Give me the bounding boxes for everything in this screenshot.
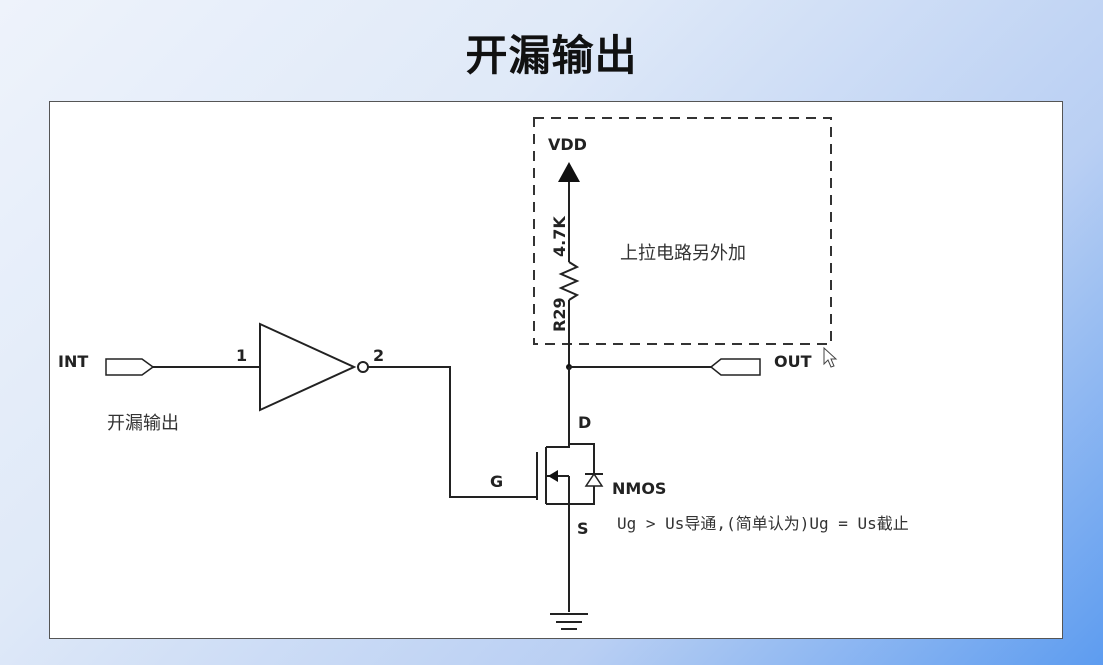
out-port-label: OUT <box>774 352 812 371</box>
resistor-ref-label: R29 <box>550 297 569 332</box>
condition-text: Ug > Us导通,(简单认为)Ug = Us截止 <box>617 514 909 533</box>
vdd-label: VDD <box>548 135 587 154</box>
body-diode-icon <box>584 472 604 487</box>
mosfet-source-wire <box>546 503 570 612</box>
inverter-gate-icon <box>259 322 357 412</box>
open-drain-circuit: VDD 4.7K R29 上拉电路另外加 OUT INT 1 2 G 开漏输出 <box>58 117 909 630</box>
pin-out-label: 2 <box>373 346 384 365</box>
resistor-value-label: 4.7K <box>550 216 569 257</box>
drain-label: D <box>578 413 591 432</box>
slide-title: 开漏输出 <box>465 31 638 80</box>
transistor-label: NMOS <box>612 479 666 498</box>
caption-left: 开漏输出 <box>107 413 179 434</box>
mouse-cursor-icon <box>823 346 838 368</box>
source-label: S <box>577 519 589 538</box>
pullup-dashed-box <box>533 117 832 345</box>
gate-label: G <box>490 472 503 491</box>
wire-inverter-gate <box>368 366 537 498</box>
circuit-panel: VDD 4.7K R29 上拉电路另外加 OUT INT 1 2 G 开漏输出 <box>49 101 1063 639</box>
mosfet-drain-wire <box>546 367 570 448</box>
vdd-arrow-icon <box>558 162 580 182</box>
int-port-label: INT <box>58 352 88 371</box>
mosfet-body-arrow-icon <box>548 470 558 482</box>
pin-in-label: 1 <box>236 346 247 365</box>
pullup-note: 上拉电路另外加 <box>620 243 746 264</box>
out-port-icon <box>709 358 761 376</box>
inverter-bubble-icon <box>357 361 369 373</box>
resistor-r29-icon <box>558 261 580 301</box>
int-port-icon <box>105 358 155 376</box>
